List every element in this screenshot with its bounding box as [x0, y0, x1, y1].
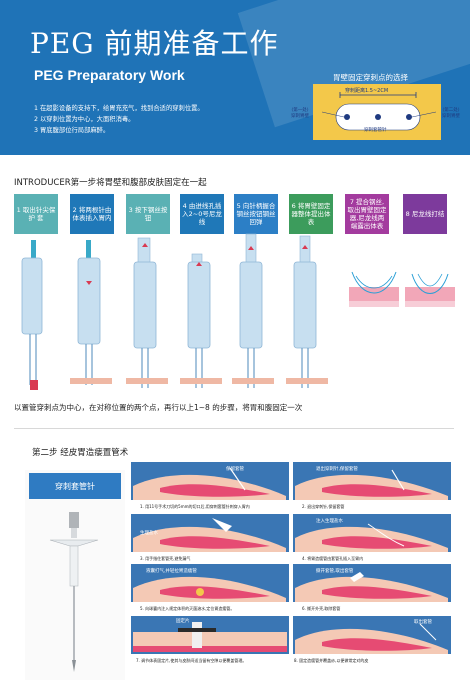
- introducer-device: [180, 253, 222, 388]
- prep-item: 2 以穿刺位置为中心，大面积消毒。: [34, 116, 135, 123]
- introducer-devices: [21, 233, 455, 390]
- prep-item: 1 在超影设备的支持下，给胃充充气，找到合适的穿刺位置。: [34, 105, 204, 112]
- step2-title: 第二步 经皮胃造瘘置管术: [32, 448, 129, 458]
- site-distance: 穿刺距离1.5~2CM: [345, 88, 389, 94]
- panel-text: 液囊打气,并轻拉胃造瘘管: [146, 569, 197, 574]
- suture-diagram: [405, 273, 455, 307]
- divider: [14, 428, 454, 429]
- panel-text: 取出套管: [414, 620, 432, 625]
- panel-text: 注入生理盐水: [316, 519, 343, 524]
- introducer-device: [21, 240, 43, 390]
- suture-diagram: [349, 271, 399, 307]
- page-subtitle: PEG Preparatory Work: [34, 67, 185, 83]
- step1-tile: 6 将胃壁固定器整体提出体表: [289, 194, 333, 234]
- site-diagram-lines: [321, 92, 437, 131]
- step1-tile: 1 取出针尖保 护 套: [14, 194, 58, 234]
- introducer-device: [232, 233, 274, 388]
- panel-caption: 2. 退出穿刺针,保留套管: [302, 504, 345, 509]
- prep-item: 3 胃底腹部位行局部麻醉。: [34, 127, 110, 134]
- step1-title: INTRODUCER第一步将胃壁和腹部皮肤固定在一起: [14, 178, 207, 188]
- panel-caption: 1. 用11号手术刀切的5mm的切口后,用穿刺套管针刺穿入胃内: [140, 504, 250, 509]
- panel-caption: 4. 将胃造瘘管由套管孔插入至胃内: [302, 556, 364, 561]
- site-left-label: (第一处)穿刺胃壁: [291, 108, 309, 119]
- prep-list: 1 在超影设备的支持下，给胃充充气，找到合适的穿刺位置。 2 以穿刺位置为中心，…: [34, 103, 204, 136]
- step1-caption: 以置管穿刺点为中心，在对称位置的两个点，再行以上1~8 的步骤，将胃和腹固定一次: [14, 403, 303, 412]
- step1-tile: 3 按下钢丝按钮: [126, 194, 170, 234]
- panel-caption: 5. 向球囊内注入规定体积的灭菌溶水,定位胃造瘘管。: [140, 606, 235, 611]
- panel-label: 生理盐水: [140, 531, 158, 536]
- step1-tile: 4 由进线孔插入2~0号尼龙线: [180, 194, 224, 234]
- step1-tile: 8 尼龙线打结: [403, 194, 447, 234]
- introducer-device: [70, 240, 112, 385]
- panel-caption: 7. 调节体表固定片,使其与皮肤间适当留有空隙以便覆盖管理。: [136, 658, 247, 663]
- step1-tile: 7 提合钢丝,取出胃壁固定器,尼龙线两端露出体表: [345, 194, 389, 234]
- introducer-device: [286, 235, 328, 388]
- panel-label: 固定片: [176, 619, 190, 624]
- panel-caption: 6. 撕开外壳,取除套管: [302, 606, 341, 611]
- panel-text: 撕开套管,取出套管: [316, 569, 354, 574]
- site-right-label: (第二处)穿刺胃壁: [442, 108, 460, 119]
- panel-caption: 3. 用手指住套管壳,避免漏气: [140, 556, 191, 561]
- panel-text: 退出穿刺针,保留套管: [316, 467, 358, 472]
- panel-caption: 8. 固定造瘘管并覆盖纱,以便做常定对的皮: [294, 658, 369, 663]
- needle-label: 穿刺套管针: [29, 473, 121, 499]
- introducer-device: [126, 237, 168, 388]
- step1-tile: 2 将两根针由体表插入胃内: [70, 194, 114, 234]
- page-title: PEG 前期准备工作: [30, 27, 279, 60]
- site-selection-title: 胃壁固定穿刺点的选择: [333, 73, 408, 82]
- panel-label: 保留套管: [226, 467, 244, 472]
- step1-tile: 5 向针柄握合钢丝按钮钢丝回弹: [234, 194, 278, 234]
- site-tube-label: 穿刺套管针: [364, 128, 387, 133]
